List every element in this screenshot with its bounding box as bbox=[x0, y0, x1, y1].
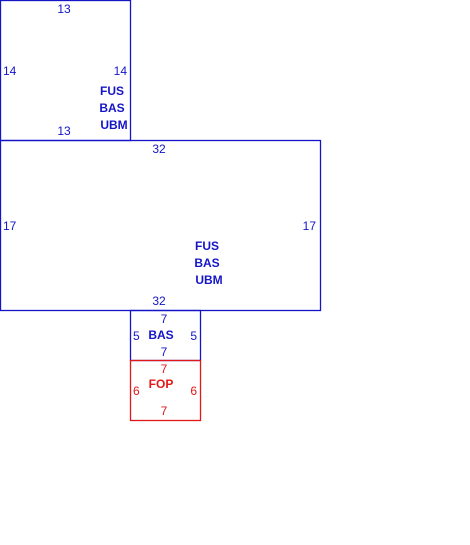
main-house-dim-left: 17 bbox=[3, 219, 17, 233]
area-upper-addition: 13 14 14 13 FUS BAS UBM bbox=[0, 0, 132, 142]
small-bas-dim-top: 7 bbox=[161, 312, 168, 326]
open-porch-dim-right: 6 bbox=[190, 384, 197, 398]
upper-addition-code-bas: BAS bbox=[99, 101, 124, 115]
area-small-bas: 7 5 5 7 BAS bbox=[129, 309, 202, 362]
area-open-porch: 7 6 6 7 FOP bbox=[129, 359, 202, 422]
main-house-code-ubm: UBM bbox=[195, 273, 222, 287]
main-house-dim-top: 32 bbox=[152, 142, 166, 156]
main-house-outline bbox=[0, 139, 322, 312]
upper-addition-dim-top: 13 bbox=[57, 2, 71, 16]
main-house-code-fus: FUS bbox=[195, 239, 219, 253]
upper-addition-code-fus: FUS bbox=[100, 84, 124, 98]
small-bas-code-bas: BAS bbox=[148, 328, 173, 342]
open-porch-code-fop: FOP bbox=[149, 377, 174, 391]
area-main-house: 32 17 17 32 FUS BAS UBM bbox=[0, 139, 322, 312]
upper-addition-code-ubm: UBM bbox=[100, 118, 127, 132]
open-porch-dim-left: 6 bbox=[133, 384, 140, 398]
open-porch-dim-top: 7 bbox=[161, 362, 168, 376]
upper-addition-dim-right: 14 bbox=[114, 64, 128, 78]
main-house-dim-right: 17 bbox=[303, 219, 317, 233]
small-bas-dim-bottom: 7 bbox=[161, 345, 168, 359]
small-bas-dim-right: 5 bbox=[190, 329, 197, 343]
main-house-code-bas: BAS bbox=[194, 256, 219, 270]
open-porch-dim-bottom: 7 bbox=[161, 404, 168, 418]
upper-addition-dim-left: 14 bbox=[3, 64, 17, 78]
small-bas-dim-left: 5 bbox=[133, 329, 140, 343]
main-house-dim-bottom: 32 bbox=[152, 294, 166, 308]
upper-addition-dim-bottom: 13 bbox=[57, 124, 71, 138]
open-porch-outline bbox=[129, 359, 202, 422]
